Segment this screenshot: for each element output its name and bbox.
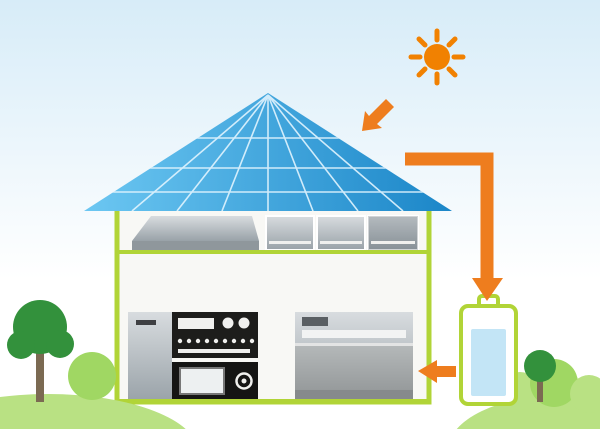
- microwave-window: [179, 367, 225, 395]
- left-hill: [0, 394, 186, 429]
- microwave-oven: [172, 362, 258, 402]
- cabinet-handle: [136, 320, 156, 325]
- house: [114, 203, 432, 405]
- window: [367, 215, 419, 251]
- house-base: [117, 399, 429, 404]
- left-tree: [7, 300, 74, 402]
- window: [316, 215, 366, 251]
- dishwasher-door: [295, 346, 413, 390]
- roof-to-battery-arrow-icon: [405, 152, 503, 301]
- second-floor-windows: [265, 215, 419, 251]
- battery-charge-level: [471, 329, 506, 396]
- microwave-dial: [235, 372, 253, 390]
- battery-to-appliance-arrow-icon: [418, 360, 456, 383]
- right-tree: [524, 350, 556, 402]
- kitchen-cabinet: [128, 312, 172, 402]
- sun-icon: [408, 28, 466, 86]
- left-bush: [68, 352, 116, 400]
- sunlight-arrow-icon: [362, 99, 394, 131]
- storage-battery: [459, 294, 518, 406]
- window: [265, 215, 315, 251]
- range-hood: [132, 216, 259, 250]
- dishwasher-handle: [302, 330, 406, 338]
- dishwasher: [295, 312, 413, 402]
- stove-control-panel: [172, 312, 258, 358]
- floor-divider: [117, 250, 429, 254]
- dishwasher-control: [302, 317, 328, 326]
